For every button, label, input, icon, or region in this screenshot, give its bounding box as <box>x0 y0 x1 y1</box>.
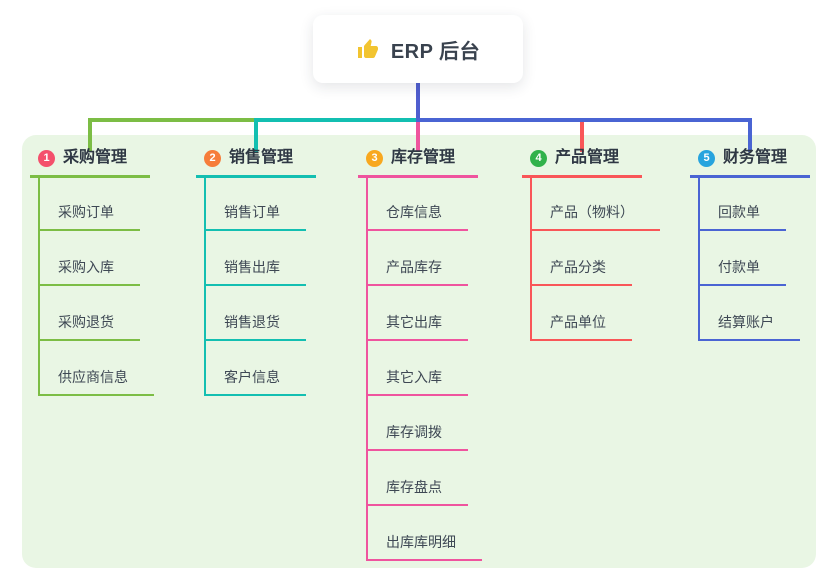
child-node[interactable]: 出库库明细 <box>366 533 482 561</box>
child-node[interactable]: 产品库存 <box>366 258 468 286</box>
child-node[interactable]: 销售订单 <box>204 203 306 231</box>
branch-spine-line-product-management <box>530 178 532 341</box>
branch-node-inventory-management[interactable]: 3 库存管理 <box>358 148 478 178</box>
branch-drop-line-product-management <box>580 118 584 152</box>
child-node[interactable]: 库存调拨 <box>366 423 468 451</box>
branch-node-label: 财务管理 <box>723 149 788 166</box>
branch-node-label: 产品管理 <box>555 149 620 166</box>
child-node[interactable]: 回款单 <box>698 203 786 231</box>
child-node[interactable]: 库存盘点 <box>366 478 468 506</box>
child-node[interactable]: 供应商信息 <box>38 368 154 396</box>
branch-node-finance-management[interactable]: 5 财务管理 <box>690 148 810 178</box>
branch-spine-line-sales-management <box>204 178 206 396</box>
branch-index-badge: 4 <box>530 149 547 167</box>
root-node-label: ERP 后台 <box>390 40 481 63</box>
root-connector-stem <box>416 83 420 122</box>
root-node[interactable]: ERP 后台 <box>313 15 523 83</box>
branch-node-label: 销售管理 <box>229 149 294 166</box>
branch-drop-line-finance-management <box>748 118 752 152</box>
child-node[interactable]: 销售出库 <box>204 258 306 286</box>
branch-drop-line-inventory-management <box>416 118 420 152</box>
child-node[interactable]: 其它出库 <box>366 313 468 341</box>
child-node[interactable]: 客户信息 <box>204 368 306 396</box>
child-node[interactable]: 结算账户 <box>698 313 800 341</box>
branch-index-badge: 3 <box>366 149 383 167</box>
branch-drop-line-sales-management <box>254 118 258 152</box>
child-node[interactable]: 其它入库 <box>366 368 468 396</box>
child-node[interactable]: 产品分类 <box>530 258 632 286</box>
branch-index-badge: 2 <box>204 149 221 167</box>
branch-node-label: 库存管理 <box>391 149 456 166</box>
child-node[interactable]: 采购入库 <box>38 258 140 286</box>
child-node[interactable]: 产品（物料） <box>530 203 660 231</box>
thumbs-up-icon <box>357 39 378 58</box>
branch-spine-line-purchase-management <box>38 178 40 396</box>
branch-spine-line-inventory-management <box>366 178 368 561</box>
child-node[interactable]: 产品单位 <box>530 313 632 341</box>
child-node[interactable]: 采购退货 <box>38 313 140 341</box>
child-node[interactable]: 仓库信息 <box>366 203 468 231</box>
branch-node-sales-management[interactable]: 2 销售管理 <box>196 148 316 178</box>
connector-segment-finance <box>416 118 752 122</box>
connector-segment-sales <box>254 118 418 122</box>
child-node[interactable]: 销售退货 <box>204 313 306 341</box>
branch-node-product-management[interactable]: 4 产品管理 <box>522 148 642 178</box>
branch-spine-line-finance-management <box>698 178 700 341</box>
branch-index-badge: 1 <box>38 149 55 167</box>
branch-node-label: 采购管理 <box>63 149 128 166</box>
connector-segment-purchase <box>88 118 256 122</box>
branch-node-purchase-management[interactable]: 1 采购管理 <box>30 148 150 178</box>
child-node[interactable]: 采购订单 <box>38 203 140 231</box>
child-node[interactable]: 付款单 <box>698 258 786 286</box>
branch-index-badge: 5 <box>698 149 715 167</box>
branch-drop-line-purchase-management <box>88 118 92 152</box>
branches-panel <box>22 135 816 568</box>
